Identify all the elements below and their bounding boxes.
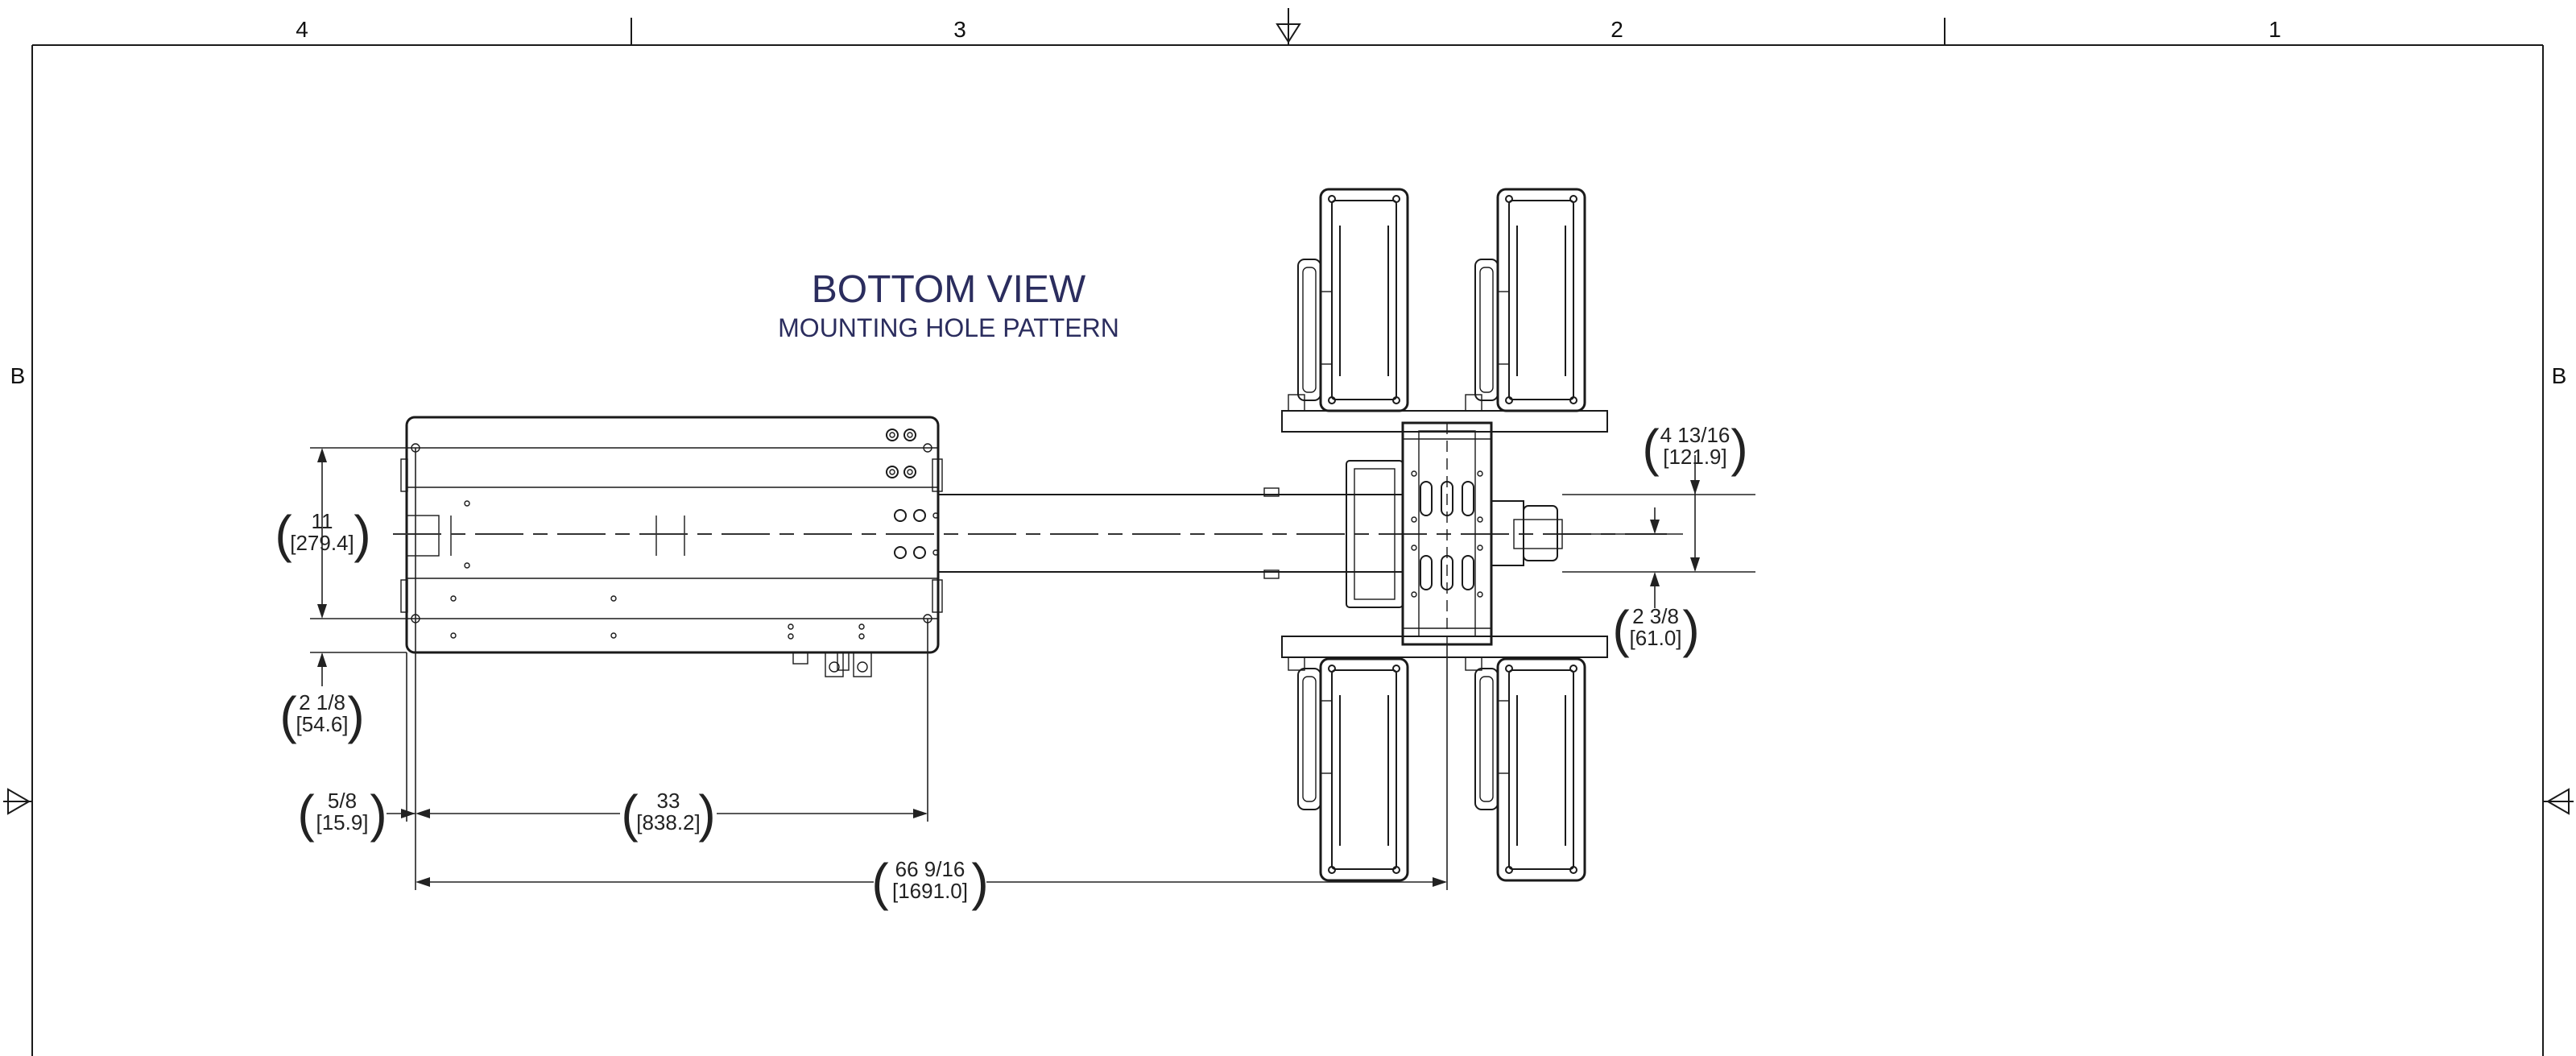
svg-text:): ): [971, 853, 988, 911]
svg-text:): ): [1682, 600, 1699, 658]
dimension-imperial: 33: [657, 789, 680, 813]
svg-text:(: (: [1642, 419, 1659, 477]
centering-mark-top: [1276, 8, 1301, 45]
dimension-line: [1562, 455, 1755, 608]
dimension-label-33: ( ) 33 [838.2]: [621, 785, 715, 843]
zone-label-left: B: [10, 363, 26, 388]
main-enclosure: [400, 416, 943, 677]
svg-text:(: (: [621, 785, 638, 843]
zone-label-top: 1: [2268, 17, 2281, 42]
svg-text:): ): [354, 505, 370, 563]
dimension-label-2-3-8: ( ) 2 3/8 [61.0]: [1612, 600, 1699, 658]
view-title: BOTTOM VIEW: [812, 268, 1086, 311]
dimension-line: [310, 447, 407, 619]
dimension-label-66-9-16: ( ) 66 9/16 [1691.0]: [871, 853, 988, 911]
dimension-imperial: 66 9/16: [895, 857, 965, 881]
dimension-imperial: 4 13/16: [1660, 423, 1730, 447]
zone-label-right: B: [2552, 363, 2567, 388]
svg-text:(: (: [275, 505, 292, 563]
lamp-head-top-left: [1288, 188, 1409, 412]
dimension-metric: [61.0]: [1629, 626, 1681, 650]
dimension-metric: [54.6]: [296, 712, 348, 736]
svg-text:): ): [370, 785, 387, 843]
view-subtitle: MOUNTING HOLE PATTERN: [778, 313, 1119, 342]
dimension-metric: [15.9]: [316, 810, 368, 834]
dimension-label-2-1-8: ( ) 2 1/8 [54.6]: [279, 686, 364, 744]
dimension-imperial: 2 3/8: [1632, 604, 1679, 628]
dimension-imperial: 2 1/8: [299, 690, 345, 714]
lamp-head-bottom-left: [1288, 656, 1409, 882]
lamp-head-top-right: [1465, 188, 1586, 412]
svg-text:(: (: [279, 686, 296, 744]
centering-mark-right: [2543, 788, 2574, 815]
boom-arm: [938, 487, 1403, 579]
svg-text:(: (: [297, 785, 314, 843]
sheet-border: [31, 18, 2544, 1056]
svg-text:(: (: [871, 853, 888, 911]
svg-text:): ): [347, 686, 364, 744]
zone-label-top: 3: [953, 17, 966, 42]
lamp-head-bottom-right: [1465, 656, 1586, 882]
dimension-label-11: ( ) 11 [279.4]: [275, 505, 370, 563]
dimension-line: [310, 652, 407, 686]
centering-mark-left: [3, 788, 32, 815]
dimension-imperial: 11: [312, 509, 333, 533]
dimension-metric: [1691.0]: [892, 879, 968, 903]
svg-text:): ): [698, 785, 715, 843]
dimension-line: [387, 448, 928, 890]
zone-label-top: 2: [1611, 17, 1623, 42]
svg-text:): ): [1730, 419, 1747, 477]
dimension-metric: [279.4]: [290, 531, 354, 555]
zone-label-top: 4: [296, 17, 308, 42]
dimension-label-4-13-16: ( ) 4 13/16 [121.9]: [1642, 419, 1747, 477]
svg-text:(: (: [1612, 600, 1629, 658]
dimension-metric: [838.2]: [636, 810, 701, 834]
dimension-line: [416, 644, 1448, 890]
mounting-plate: [1281, 410, 1608, 658]
dimension-label-5-8: ( ) 5/8 [15.9]: [297, 785, 387, 843]
dimension-imperial: 5/8: [328, 789, 357, 813]
dimension-metric: [121.9]: [1663, 445, 1727, 469]
